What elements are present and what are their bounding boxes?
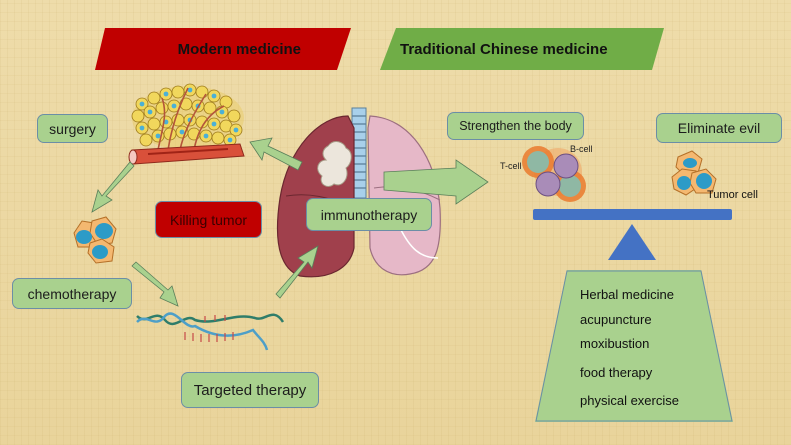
immune-cells-illustration	[522, 146, 586, 202]
diseased-lung	[276, 115, 355, 278]
targeted-therapy-box: Targeted therapy	[181, 372, 319, 408]
eliminate-evil-box: Eliminate evil	[656, 113, 782, 143]
tumor-mass-illustration	[128, 83, 245, 165]
balance-beam	[533, 209, 732, 220]
method-acupuncture: acupuncture	[580, 311, 652, 327]
dna-helix-illustration	[136, 312, 285, 351]
tumor-cell-label: Tumor cell	[707, 189, 758, 201]
killing-tumor-label: Killing tumor	[169, 211, 248, 228]
modern-medicine-label: Modern medicine	[177, 40, 301, 58]
modern-medicine-header: Modern medicine	[95, 28, 351, 70]
tcm-label: Traditional Chinese medicine	[400, 40, 608, 58]
killing-tumor-box: Killing tumor	[155, 201, 262, 238]
lungs-illustration	[276, 107, 441, 278]
immunotherapy-label: immunotherapy	[320, 206, 418, 223]
method-food-therapy: food therapy	[580, 364, 653, 380]
balance-fulcrum	[608, 224, 656, 260]
tumor-cell-cluster-right	[671, 150, 717, 196]
strengthen-body-box: Strengthen the body	[447, 112, 584, 140]
arrow-lung-to-tumor	[249, 137, 303, 171]
arrow-lung-to-immune	[383, 159, 489, 205]
targeted-therapy-label: Targeted therapy	[193, 381, 307, 399]
b-cell-label: B-cell	[570, 144, 593, 154]
eliminate-evil-label: Eliminate evil	[677, 120, 761, 136]
arrow-tumor-to-cells	[91, 161, 135, 213]
tumor-cells-cluster	[131, 83, 244, 151]
chemotherapy-label: chemotherapy	[27, 285, 117, 302]
t-cell-label: T-cell	[500, 161, 522, 171]
arrow-dna-to-lung	[275, 245, 319, 299]
method-physical-exercise: physical exercise	[580, 393, 679, 408]
immunotherapy-box: immunotherapy	[306, 198, 432, 231]
tcm-methods-panel	[535, 270, 733, 422]
method-moxibustion: moxibustion	[580, 336, 650, 351]
tcm-methods-outline	[535, 270, 733, 422]
tcm-methods-list: Herbal medicine acupuncture moxibustion …	[580, 283, 679, 414]
chemotherapy-box: chemotherapy	[12, 278, 132, 309]
healthy-lung	[367, 115, 441, 276]
surgery-label: surgery	[49, 120, 96, 137]
method-herbal-medicine: Herbal medicine	[580, 287, 674, 302]
arrow-cells-to-dna	[131, 261, 179, 307]
tumor-cell-cluster-left	[73, 216, 117, 264]
strengthen-body-label: Strengthen the body	[459, 119, 572, 133]
surgery-box: surgery	[37, 114, 108, 143]
blood-vessel	[128, 143, 245, 165]
tcm-header: Traditional Chinese medicine	[380, 28, 664, 70]
